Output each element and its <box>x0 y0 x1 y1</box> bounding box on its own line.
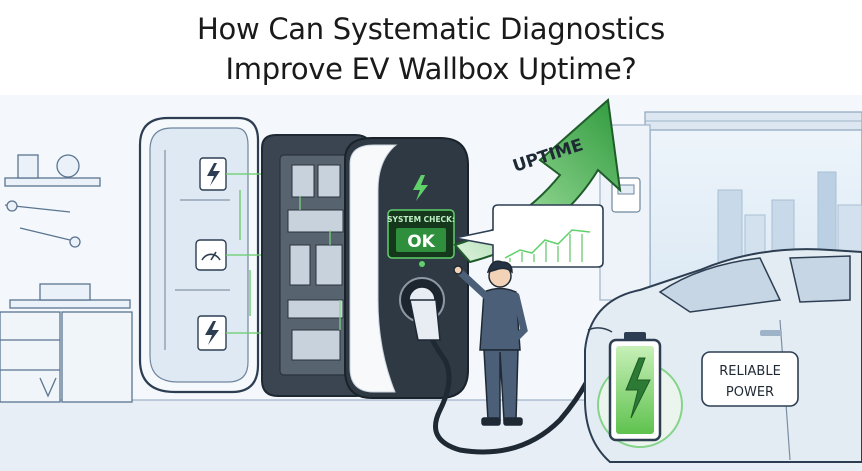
wallbox-front <box>344 137 469 399</box>
reliable-power-line2: POWER <box>726 385 774 400</box>
page-title-line-2: Improve EV Wallbox Uptime? <box>225 52 637 86</box>
reliable-power-line1: RELIABLE <box>719 364 781 379</box>
screen-label: SYSTEM CHECK: <box>387 215 455 224</box>
page-title-line-1: How Can Systematic Diagnostics <box>197 12 665 46</box>
battery-icon <box>608 332 662 442</box>
wallbox-cover <box>138 116 340 394</box>
screen-status: OK <box>407 232 435 252</box>
technician-figure <box>453 260 528 426</box>
wallbox-screen <box>387 209 455 259</box>
workshop-shelf <box>0 154 133 403</box>
reliable-power-badge <box>701 351 799 407</box>
status-bubble <box>454 204 604 268</box>
